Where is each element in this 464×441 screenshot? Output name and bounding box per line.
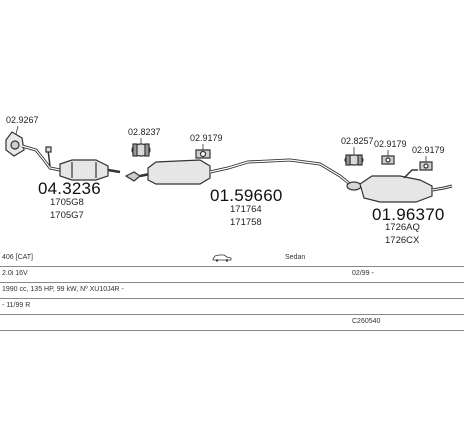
front-pipe-shape [21,144,61,172]
part-ref-label[interactable]: 04.3236 [38,179,101,198]
exhaust-system-diagram: 02.9267 04.3236 1705G8 1705G7 02.8237 02… [5,115,453,246]
vehicle-body: Sedan [285,254,306,261]
part-ref-label[interactable]: 01.96370 [372,205,445,224]
vehicle-engine-row: 2.0i 16V 02/99 - [0,266,464,283]
vehicle-spec: 1990 cc, 135 HP, 99 kW, Nº XU10J4R - [2,286,124,293]
rear-silencer-shape [359,175,433,203]
part-sub-ref: 1726CX [385,235,420,246]
vehicle-note-row: - 11/99 R [0,298,464,315]
catalytic-converter-shape [59,159,109,181]
vehicle-date: 02/99 - [352,270,374,277]
part-sub-ref: 1705G7 [50,210,84,221]
part-ref-label[interactable]: 02.9179 [374,139,407,149]
vehicle-code: C260540 [352,318,381,325]
vehicle-model: 406 [CAT] [2,254,33,261]
centre-silencer-shape [147,159,211,185]
middle-pipe-shape [209,158,351,186]
exhaust-drawing [5,125,453,203]
part-sub-ref: 171764 [230,204,262,215]
part-ref-label[interactable]: 02.9267 [6,115,39,125]
vehicle-engine: 2.0i 16V [2,270,28,277]
part-ref-label[interactable]: 02.9179 [190,133,223,143]
part-ref-label[interactable]: 02.8257 [341,136,374,146]
sedan-car-icon [212,253,232,264]
clamp-shape [131,143,151,157]
part-ref-label[interactable]: 02.9179 [412,145,445,155]
vehicle-spec-row: 1990 cc, 135 HP, 99 kW, Nº XU10J4R - [0,282,464,299]
vehicle-code-row: C260540 [0,314,464,331]
vehicle-model-row: 406 [CAT] Sedan [0,250,464,267]
part-ref-label[interactable]: 02.8237 [128,127,161,137]
rear-clamp-shape [344,154,364,191]
part-sub-ref: 1726AQ [385,222,420,233]
part-ref-label[interactable]: 01.59660 [210,186,283,205]
part-sub-ref: 171758 [230,217,262,228]
vehicle-note: - 11/99 R [2,302,31,309]
part-sub-ref: 1705G8 [50,197,84,208]
